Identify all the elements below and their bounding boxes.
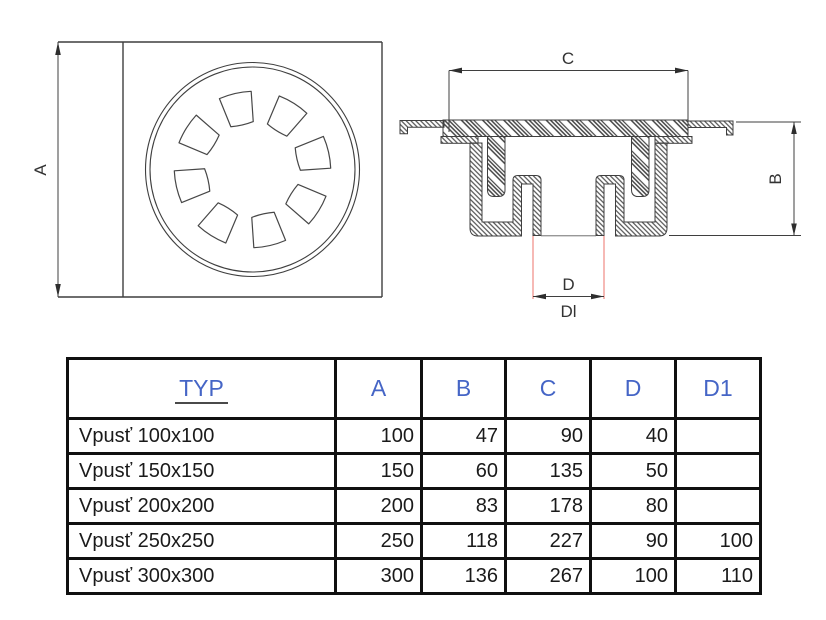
cell-a: 250	[334, 522, 423, 560]
cell-d1: 110	[674, 557, 762, 595]
table-row: Vpusť 100x100 100 47 90 40	[66, 417, 762, 455]
cell-c: 135	[504, 452, 592, 490]
dimension-d: D Dl	[532, 236, 605, 321]
dimension-a: A	[31, 42, 61, 297]
rim-flanges	[399, 120, 734, 136]
dim-label-c: C	[562, 49, 574, 68]
drain-body	[469, 142, 668, 237]
cell-b: 60	[420, 452, 507, 490]
grate-legs	[487, 136, 650, 197]
cell-d: 80	[589, 487, 677, 525]
cell-a: 150	[334, 452, 423, 490]
cell-a: 100	[334, 417, 423, 455]
cell-d: 100	[589, 557, 677, 595]
cell-d: 50	[589, 452, 677, 490]
grate-circles	[144, 61, 361, 278]
table-row: Vpusť 150x150 150 60 135 50	[66, 452, 762, 490]
cell-d1	[674, 452, 762, 490]
section-view-drawing: C	[399, 49, 801, 321]
plan-square-outline	[58, 41, 383, 298]
cell-typ: Vpusť 100x100	[66, 417, 337, 455]
col-header-b: B	[420, 357, 507, 420]
table-row: Vpusť 300x300 300 136 267 100 110	[66, 557, 762, 595]
header-row: TYP A B C D D1	[66, 357, 762, 420]
drain-spec-table: TYP A B C D D1 Vpusť 100x100 100 47 90 4…	[66, 357, 762, 595]
plate-step-blocks	[440, 136, 693, 144]
col-header-a: A	[334, 357, 423, 420]
grate-slots	[173, 90, 332, 249]
cell-c: 90	[504, 417, 592, 455]
cell-typ: Vpusť 150x150	[66, 452, 337, 490]
cell-b: 118	[420, 522, 507, 560]
cell-d1	[674, 417, 762, 455]
cell-typ: Vpusť 300x300	[66, 557, 337, 595]
cell-a: 200	[334, 487, 423, 525]
cell-c: 178	[504, 487, 592, 525]
grate-plate	[442, 119, 689, 137]
cell-b: 136	[420, 557, 507, 595]
cell-typ: Vpusť 250x250	[66, 522, 337, 560]
cell-c: 227	[504, 522, 592, 560]
col-header-c: C	[504, 357, 592, 420]
table-row: Vpusť 200x200 200 83 178 80	[66, 487, 762, 525]
cell-d: 40	[589, 417, 677, 455]
cell-d1	[674, 487, 762, 525]
dim-label-a: A	[31, 164, 50, 176]
cell-c: 267	[504, 557, 592, 595]
cell-a: 300	[334, 557, 423, 595]
cell-b: 83	[420, 487, 507, 525]
dimension-b: B	[669, 121, 801, 236]
table-row: Vpusť 250x250 250 118 227 90 100	[66, 522, 762, 560]
col-header-d: D	[589, 357, 677, 420]
dim-label-d1: Dl	[560, 302, 576, 321]
cell-b: 47	[420, 417, 507, 455]
dimension-c: C	[448, 49, 689, 132]
col-header-typ: TYP	[66, 357, 337, 420]
col-header-d1: D1	[674, 357, 762, 420]
dim-label-b: B	[766, 173, 785, 184]
cell-d: 90	[589, 522, 677, 560]
cell-d1: 100	[674, 522, 762, 560]
plan-view-drawing: A	[31, 41, 383, 298]
cell-typ: Vpusť 200x200	[66, 487, 337, 525]
dim-label-d: D	[562, 275, 574, 294]
